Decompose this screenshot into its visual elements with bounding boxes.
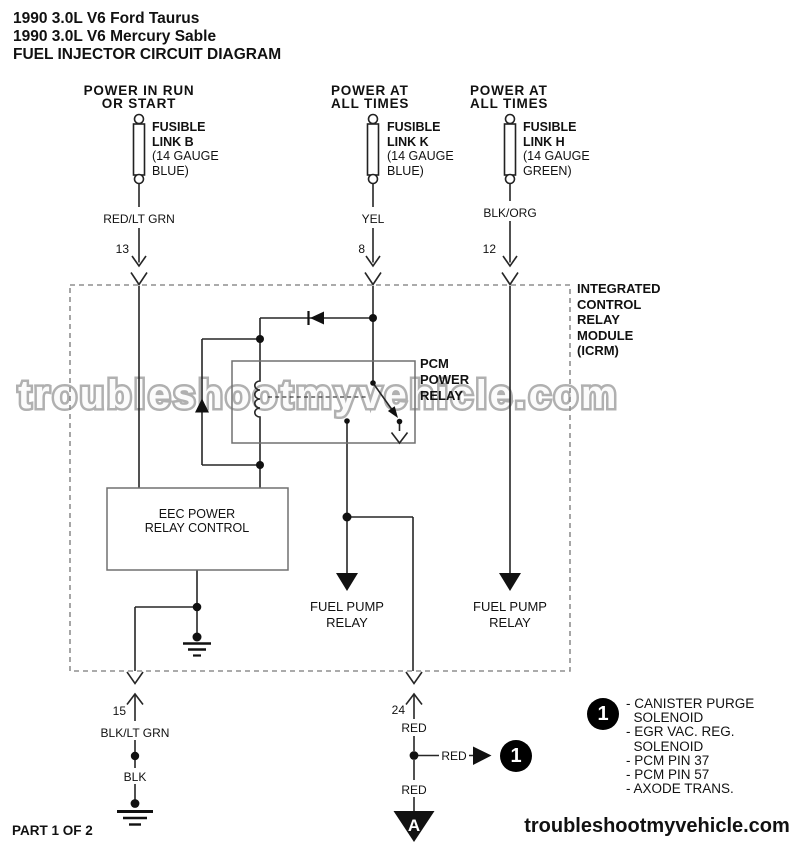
fuel-pump-relay-arrow-left (336, 573, 358, 591)
eec-power-relay-control-label: EEC POWER RELAY CONTROL (144, 507, 250, 535)
wire-color-1: RED/LT GRN (103, 212, 175, 226)
wire-color-3: BLK/ORG (483, 206, 537, 220)
ground-symbol-bottom (117, 810, 153, 826)
fusible-link-spec-1: (14 GAUGE BLUE) (152, 149, 219, 178)
fusible-link-name-1: FUSIBLE LINK B (152, 120, 206, 149)
wires (134, 183, 511, 811)
eec-power-relay-control-box (106, 487, 289, 571)
switch-blade-arrow (387, 406, 398, 418)
pin-8: 8 (358, 242, 365, 256)
power-source-label-3: POWER AT ALL TIMES (470, 83, 549, 112)
fusible-link-spec-2: (14 GAUGE BLUE) (387, 149, 454, 178)
current-direction-arrow (195, 398, 209, 413)
fusible-link-name-3: FUSIBLE LINK H (523, 120, 577, 149)
pin-24: 24 (391, 703, 405, 717)
fusible-link-label-1: FUSIBLE LINK B (14 GAUGE BLUE) (152, 120, 219, 178)
connector-a-letter: A (407, 816, 421, 835)
wire-blk-lt-grn: BLK/LT GRN (100, 726, 170, 740)
vehicle-model-2: 1990 3.0L V6 Mercury Sable (13, 28, 217, 45)
ref-circle-1-arrow: 1 (500, 740, 532, 772)
pin-13: 13 (115, 242, 129, 256)
vehicle-model-1: 1990 3.0L V6 Ford Taurus (13, 10, 200, 27)
wire-red-bottom: RED (401, 783, 427, 797)
fuel-pump-relay-label-left: FUEL PUMP RELAY (310, 599, 384, 630)
fusible-link-spec-3: (14 GAUGE GREEN) (523, 149, 590, 178)
title-block: 1990 3.0L V6 Ford Taurus 1990 3.0L V6 Me… (13, 10, 281, 64)
fusible-link-label-3: FUSIBLE LINK H (14 GAUGE GREEN) (523, 120, 590, 178)
watermark: troubleshootmyvehicle.com (18, 373, 619, 417)
pcm-power-relay-box (231, 360, 416, 444)
power-source-label-1: POWER IN RUN OR START (83, 83, 195, 112)
fuel-pump-relay-label-right: FUEL PUMP RELAY (473, 599, 547, 630)
icrm-module-label: INTEGRATED CONTROL RELAY MODULE (ICRM) (577, 281, 661, 358)
pin-15: 15 (112, 704, 126, 718)
icrm-module-border (69, 284, 571, 672)
ref-circle-1-legend: 1 (587, 698, 619, 730)
ground-symbol-eec (183, 642, 211, 657)
diode (307, 311, 324, 325)
power-source-label-2: POWER AT ALL TIMES (331, 83, 410, 112)
wire-blk: BLK (123, 770, 147, 784)
wire-color-2: YEL (361, 212, 385, 226)
diagram-title: FUEL INJECTOR CIRCUIT DIAGRAM (13, 46, 282, 63)
fusible-link-name-2: FUSIBLE LINK K (387, 120, 441, 149)
legend-items: - CANISTER PURGE SOLENOID - EGR VAC. REG… (626, 696, 755, 797)
connector-arrows (126, 255, 519, 705)
branch-right-arrow (473, 746, 492, 765)
part-label: PART 1 OF 2 (12, 823, 93, 838)
site-name: troubleshootmyvehicle.com (524, 815, 790, 837)
connector-a-triangle (393, 811, 435, 842)
junction-dots (130, 314, 419, 808)
fuel-pump-relay-arrow-right (499, 573, 521, 591)
fusible-link-symbols (132, 113, 517, 185)
pin-12: 12 (482, 242, 496, 256)
pcm-power-relay-label: PCM POWER RELAY (420, 356, 470, 403)
wire-red-top: RED (401, 721, 427, 735)
relay-boxes (106, 360, 416, 571)
wire-red-branch: RED (441, 749, 467, 763)
fusible-link-label-2: FUSIBLE LINK K (14 GAUGE BLUE) (387, 120, 454, 178)
